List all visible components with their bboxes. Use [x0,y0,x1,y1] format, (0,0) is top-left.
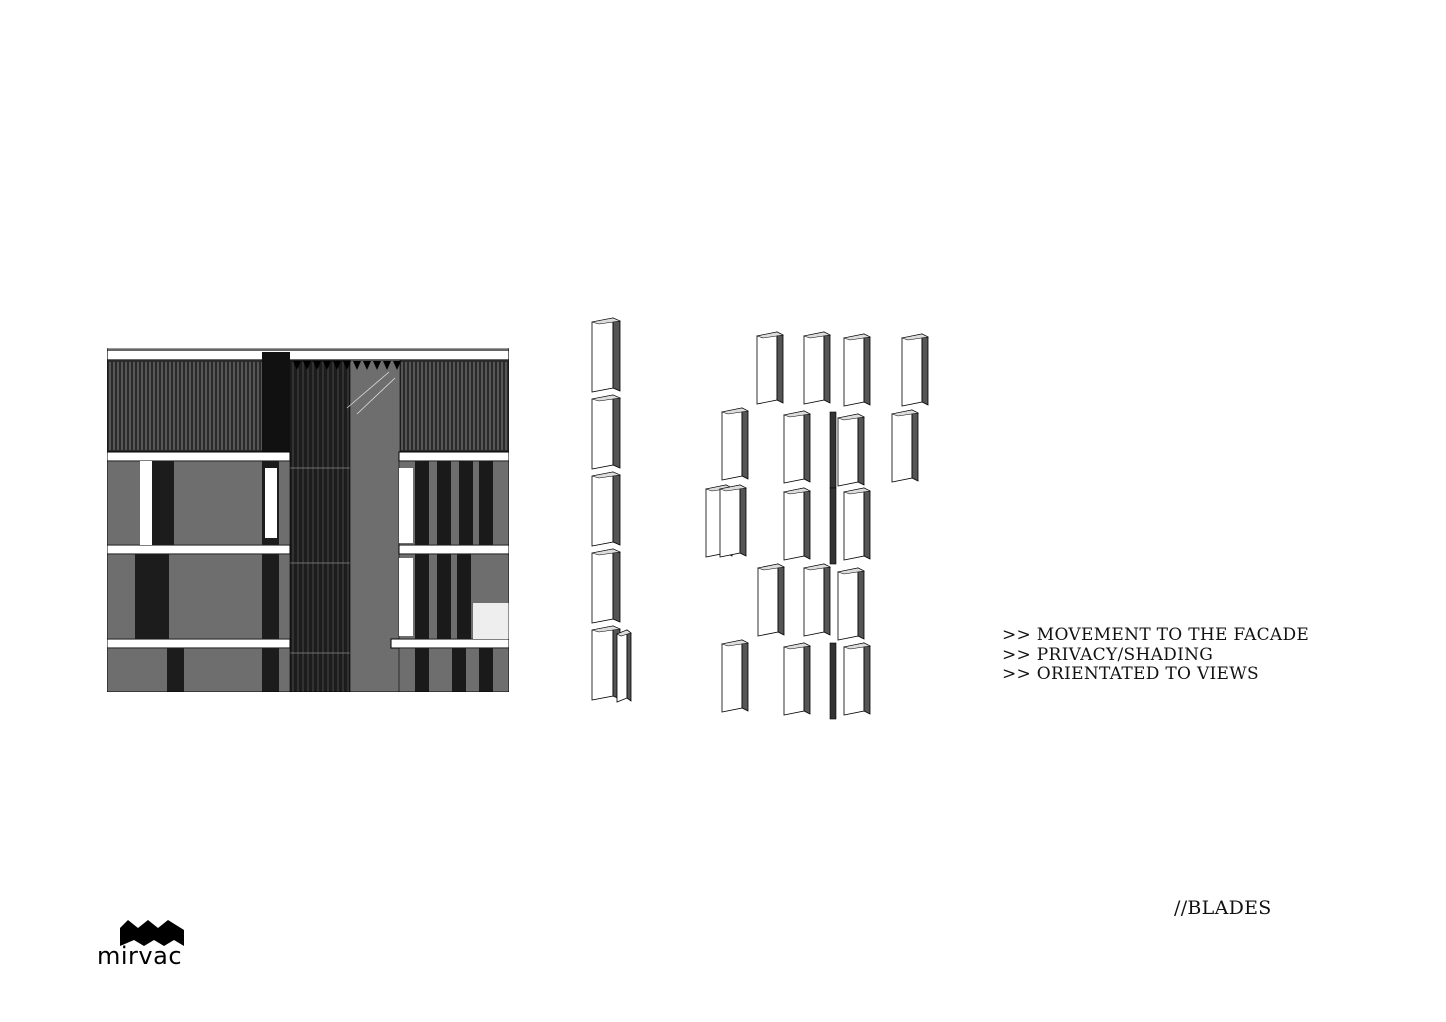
page-title: //BLADES [1174,897,1272,919]
logo-wordmark: mirvac [97,942,183,970]
note-privacy: >> PRIVACY/SHADING [1002,644,1214,665]
design-notes: >> MOVEMENT TO THE FACADE >> PRIVACY/SHA… [1002,625,1362,685]
blade-pattern-diagram [704,331,929,720]
note-orientation: >> ORIENTATED TO VIEWS [1002,664,1259,684]
left-slat-screen [107,360,267,452]
right-slat-screen [399,360,509,452]
blade-column-diagram [591,317,632,703]
facade-elevation-drawing [107,348,509,692]
note-movement: >> MOVEMENT TO THE FACADE [1002,625,1310,645]
mirvac-logo-icon [120,920,184,946]
